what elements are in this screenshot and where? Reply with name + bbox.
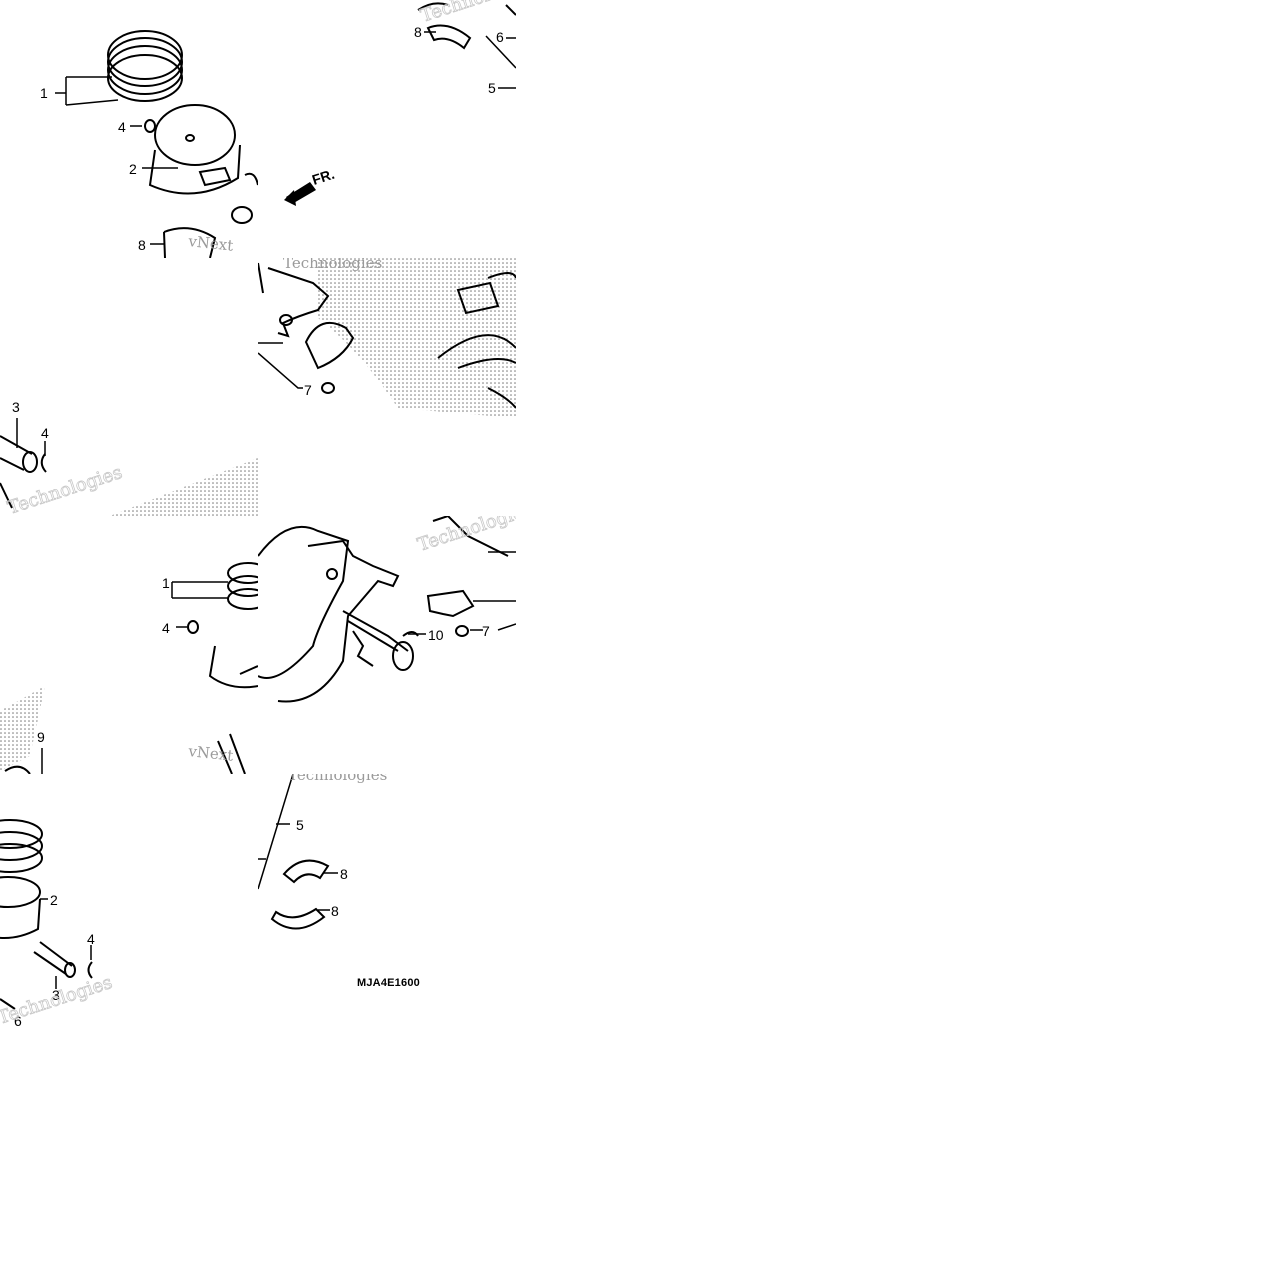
watermark-vnext-lower: vNext xyxy=(187,742,235,765)
callout-8-upper-left: 8 xyxy=(138,237,146,253)
watermark-technologies-lower: Technologies xyxy=(288,774,387,784)
callout-7-upper: 7 xyxy=(304,382,312,398)
callout-5-lower: 5 xyxy=(296,817,304,833)
callout-4-pin-lower: 4 xyxy=(87,931,95,947)
watermark-technologies-cutoff: Technologies xyxy=(283,258,382,272)
piston-rings-lower: 1 4 9 vNext xyxy=(0,562,258,774)
connecting-rod-crankcase: 7 Technologies xyxy=(258,258,516,418)
piston-assembly-upper: 1 4 2 8 vNext xyxy=(40,30,258,258)
tile-r2c1: 10 7 Technologies xyxy=(258,516,516,774)
drawing-code: MJA4E1600 xyxy=(357,977,420,989)
tile-r2c0: 1 4 9 vNext xyxy=(0,516,258,774)
watermark-technologies-crank: Technologies xyxy=(415,516,516,556)
callout-1-lower: 1 xyxy=(162,575,170,591)
callout-6-upper: 6 xyxy=(496,29,504,45)
callout-8-lower-a: 8 xyxy=(340,866,348,882)
piston-lower: 2 3 4 6 Technologies xyxy=(0,819,115,1029)
callout-4-pin-upper: 4 xyxy=(41,425,49,441)
crankshaft: 10 7 Technologies xyxy=(258,516,516,703)
upper-right-fragment: 8 6 5 FR. Technologies xyxy=(284,0,516,206)
callout-10: 10 xyxy=(428,627,444,643)
tile-r0c1: 8 6 5 FR. Technologies xyxy=(258,0,516,258)
callout-4-upper: 4 xyxy=(118,119,126,135)
tile-r0c0: 1 4 2 8 vNext xyxy=(0,0,258,258)
watermark-vnext-top: vNext xyxy=(187,232,235,255)
watermark-technologies-bottom: Technologies xyxy=(0,972,115,1029)
callout-9: 9 xyxy=(37,729,45,745)
diagram-tile-grid: 1 4 2 8 vNext xyxy=(0,0,516,1032)
watermark-technologies-top: Technologies xyxy=(418,0,516,27)
piston-pin-upper: 3 4 Technologies xyxy=(0,399,258,516)
front-direction-label: FR. xyxy=(310,166,336,188)
callout-2-upper: 2 xyxy=(129,161,137,177)
tile-r3c1: 5 8 8 Technologies xyxy=(258,774,516,1032)
callout-3-upper: 3 xyxy=(12,399,20,415)
callout-8-lower-b: 8 xyxy=(331,903,339,919)
callout-7-lower: 7 xyxy=(482,623,490,639)
callout-2-lower: 2 xyxy=(50,892,58,908)
callout-8-upper-right: 8 xyxy=(414,24,422,40)
bearing-shells-lower: 5 8 8 Technologies xyxy=(258,774,387,930)
tile-r1c1: 7 Technologies xyxy=(258,258,516,516)
callout-4-lower: 4 xyxy=(162,620,170,636)
callout-3-lower: 3 xyxy=(52,987,60,1003)
tile-r3c0: 2 3 4 6 Technologies xyxy=(0,774,258,1032)
callout-5-upper: 5 xyxy=(488,80,496,96)
callout-6-lower: 6 xyxy=(14,1013,22,1029)
tile-r1c0: 3 4 Technologies xyxy=(0,258,258,516)
callout-1-upper: 1 xyxy=(40,85,48,101)
